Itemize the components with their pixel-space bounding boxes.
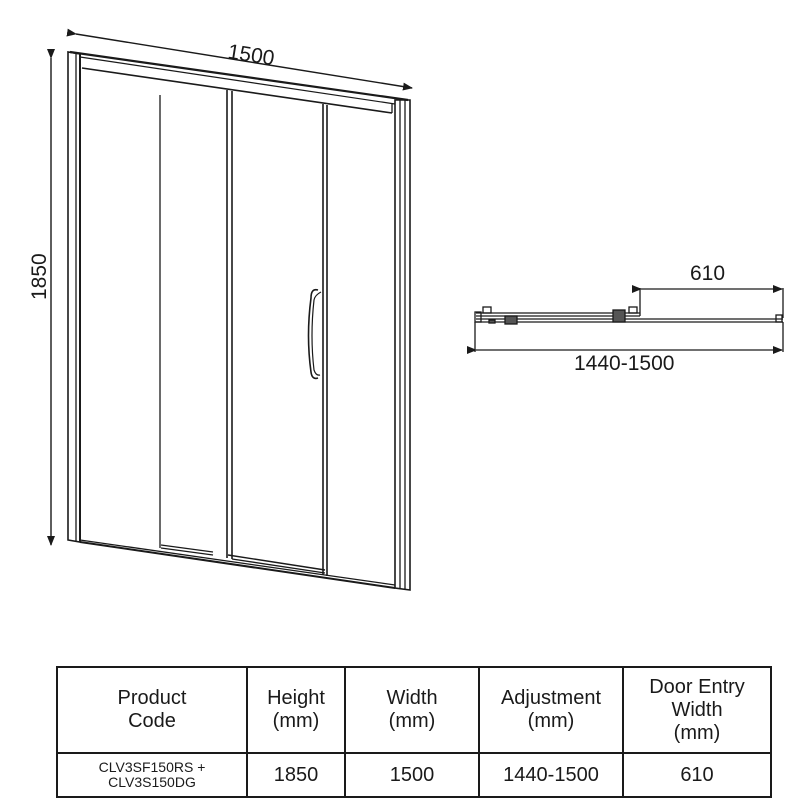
- header-text: Width: [671, 698, 723, 721]
- header-text: Adjustment: [500, 687, 602, 709]
- header-adjustment: Adjustment (mm): [478, 666, 624, 754]
- header-text: (mm): [673, 721, 721, 744]
- header-door-entry-width: Door Entry Width (mm): [622, 666, 772, 754]
- shower-door-drawing: 1500 1850 610 1440-1500: [28, 28, 784, 591]
- header-text: Product: [117, 687, 187, 709]
- width-dimension-label: 1500: [226, 40, 276, 70]
- header-text: (mm): [388, 710, 436, 732]
- spec-table: Product Code Height (mm) Width (mm) Adju…: [56, 666, 772, 798]
- header-text: (mm): [527, 710, 575, 732]
- header-product-code: Product Code: [56, 666, 248, 754]
- header-width: Width (mm): [344, 666, 480, 754]
- spec-table-header-row: Product Code Height (mm) Width (mm) Adju…: [56, 666, 772, 754]
- table-row: CLV3SF150RS + CLV3S150DG 1850 1500 1440-…: [56, 752, 772, 798]
- cell-product-code: CLV3SF150RS + CLV3S150DG: [56, 752, 248, 798]
- header-text: Door Entry: [649, 675, 745, 698]
- header-text: Height: [267, 687, 325, 709]
- header-text: (mm): [272, 710, 320, 732]
- width-dimension-line: [66, 28, 413, 91]
- door-entry-dimension-label: 610: [690, 262, 725, 285]
- cell-door-entry-width: 610: [622, 752, 772, 798]
- door-handle: [307, 288, 319, 380]
- plan-view: [467, 285, 784, 354]
- header-text: Width: [386, 687, 438, 709]
- cell-width: 1500: [344, 752, 480, 798]
- height-dimension-label: 1850: [28, 253, 51, 300]
- cell-height: 1850: [246, 752, 346, 798]
- front-view: [47, 28, 413, 591]
- product-code-line: CLV3SF150RS +: [98, 759, 206, 775]
- adjustment-dimension-label: 1440-1500: [574, 352, 674, 375]
- header-text: Code: [128, 710, 176, 732]
- product-code-line: CLV3S150DG: [108, 774, 196, 790]
- header-height: Height (mm): [246, 666, 346, 754]
- cell-adjustment: 1440-1500: [478, 752, 624, 798]
